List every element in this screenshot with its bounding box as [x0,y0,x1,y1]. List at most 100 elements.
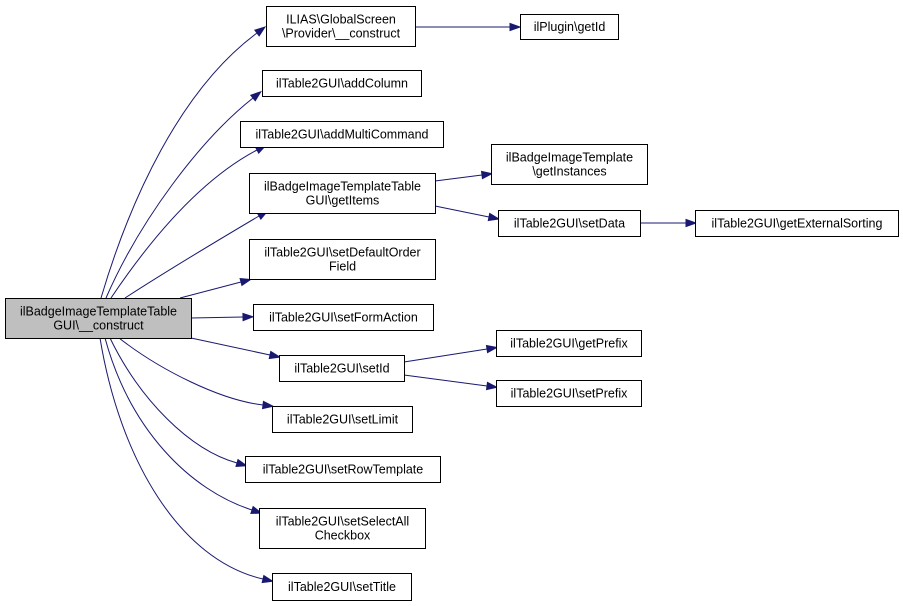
node-plugin_getid[interactable]: ilPlugin\getId [520,14,619,40]
node-label: ilBadgeImageTemplateTable [20,305,177,319]
node-globalscreen[interactable]: ILIAS\GlobalScreen\Provider\__construct [266,6,416,47]
edge-arrowhead [250,505,263,514]
edge-arrowhead [254,26,267,37]
node-label: ilTable2GUI\setFormAction [269,311,418,325]
edge-root-to-settitle [99,337,275,584]
edge-arrowhead [235,458,249,468]
node-box [240,121,444,148]
node-label: \getInstances [532,165,606,179]
edge-line [179,281,242,299]
node-box [695,210,899,237]
node-box [266,6,416,47]
node-label: ilTable2GUI\addMultiCommand [256,128,429,142]
node-label: ilTable2GUI\setPrefix [511,387,628,401]
edge-line [434,174,483,182]
edge-root-to-setformaction [190,312,255,322]
node-label: ilBadgeImageTemplate [506,151,633,165]
node-box [496,330,642,357]
edge-arrowhead [242,312,255,322]
edge-globalscreen-to-plugin_getid [415,22,522,32]
edge-line [124,215,260,299]
node-box [259,508,426,549]
edge-setdata-to-getexternalsorting [640,218,698,228]
node-label: GUI\getItems [306,194,380,208]
node-getexternalsorting[interactable]: ilTable2GUI\getExternalSorting [695,210,899,237]
edge-root-to-globalscreen [100,26,267,299]
node-label: ilTable2GUI\getPrefix [510,337,628,351]
node-box [279,355,405,382]
node-box [249,173,436,214]
node-getprefix[interactable]: ilTable2GUI\getPrefix [496,330,642,357]
call-nodes: ilBadgeImageTemplateTableGUI\__construct… [5,6,899,601]
edge-line [104,337,253,511]
node-box [262,70,422,97]
node-label: ILIAS\GlobalScreen [286,13,396,27]
edge-line [100,32,258,299]
node-label: ilTable2GUI\getExternalSorting [712,217,883,231]
edge-root-to-addcolumn [105,90,262,299]
node-box [245,456,441,483]
node-setlimit[interactable]: ilTable2GUI\setLimit [272,406,413,433]
edge-arrowhead [485,381,499,391]
edge-line [190,337,271,356]
node-addcolumn[interactable]: ilTable2GUI\addColumn [262,70,422,97]
node-label: \Provider\__construct [282,27,401,41]
node-label: ilTable2GUI\setSelectAll [276,515,409,529]
node-box [520,14,619,40]
edge-getitems-to-setdata [434,205,501,222]
edge-arrowhead [509,22,522,32]
node-label: ilPlugin\getId [534,20,606,34]
node-settitle[interactable]: ilTable2GUI\setTitle [272,573,412,601]
edge-root-to-setid [190,337,282,360]
node-label: ilBadgeImageTemplateTable [264,180,421,194]
edge-root-to-setdefaultorderfield [179,277,253,299]
node-setrowtemplate[interactable]: ilTable2GUI\setRowTemplate [245,456,441,483]
edge-arrowhead [261,574,275,584]
edge-line [190,316,244,319]
node-box [491,144,648,185]
node-box [253,304,434,331]
node-label: GUI\__construct [53,319,144,333]
node-label: ilTable2GUI\addColumn [276,77,408,91]
node-label: ilTable2GUI\setData [514,217,625,231]
edge-setid-to-setprefix [403,374,499,391]
edge-arrowhead [480,170,494,180]
edge-setid-to-getprefix [403,344,499,363]
node-box [5,298,192,339]
node-setid[interactable]: ilTable2GUI\setId [279,355,405,382]
node-getinstances[interactable]: ilBadgeImageTemplate\getInstances [491,144,648,185]
edge-getitems-to-getinstances [434,170,494,182]
edge-line [109,337,238,464]
edge-root-to-setrowtemplate [109,337,249,468]
node-box [249,239,436,280]
edge-line [110,149,258,299]
edge-line [99,337,264,580]
edge-line [105,97,254,299]
node-label: Checkbox [315,529,371,543]
node-label: ilTable2GUI\setRowTemplate [263,463,424,477]
node-box [498,210,641,237]
node-label: ilTable2GUI\setId [294,362,389,376]
node-label: ilTable2GUI\setDefaultOrder [264,246,420,260]
node-setprefix[interactable]: ilTable2GUI\setPrefix [496,380,642,407]
edge-arrowhead [685,218,698,228]
edge-root-to-setselectall [104,337,263,514]
node-setformaction[interactable]: ilTable2GUI\setFormAction [253,304,434,331]
edge-arrowhead [261,400,275,410]
edge-root-to-addmulticommand [110,144,268,299]
node-box [272,406,413,433]
node-addmulticommand[interactable]: ilTable2GUI\addMultiCommand [240,121,444,148]
edge-line [434,205,490,218]
edge-line [118,337,264,406]
edge-arrowhead [268,350,282,360]
edge-root-to-getitems [124,210,269,299]
edge-arrowhead [249,90,262,102]
node-label: ilTable2GUI\setLimit [287,413,399,427]
node-setdata[interactable]: ilTable2GUI\setData [498,210,641,237]
node-box [496,380,642,407]
